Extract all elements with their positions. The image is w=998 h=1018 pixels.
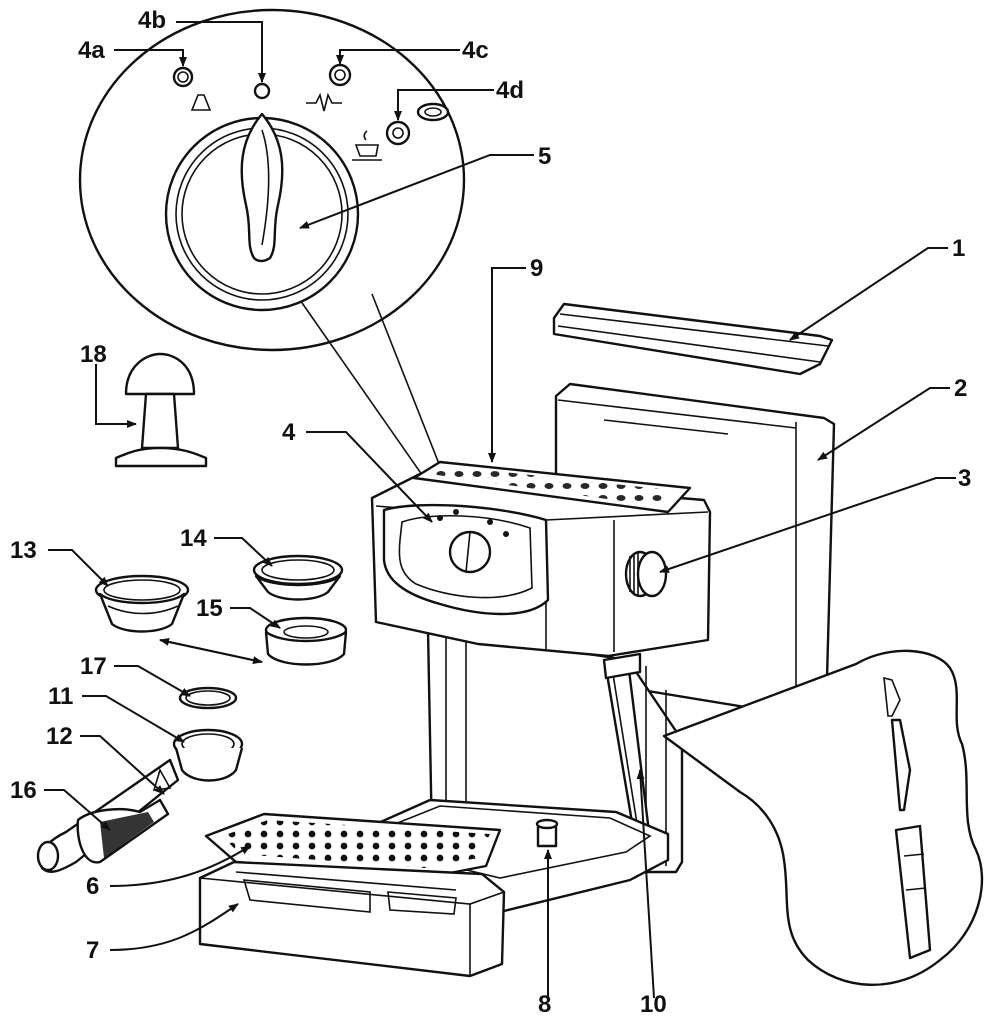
selector-knob-large — [164, 112, 360, 312]
callout-4: 4 — [282, 419, 296, 446]
callout-11: 11 — [48, 683, 73, 710]
silicone-ring — [178, 686, 238, 710]
filter-holder — [36, 728, 244, 873]
callout-17: 17 — [80, 653, 107, 680]
callout-4b: 4b — [138, 7, 166, 34]
tamper — [114, 352, 208, 468]
callout-1: 1 — [952, 235, 965, 262]
callout-7: 7 — [86, 937, 99, 964]
callout-18: 18 — [80, 341, 107, 368]
callout-6: 6 — [86, 873, 99, 900]
crema-disc — [264, 616, 348, 666]
on-indicator-icon — [416, 102, 450, 122]
callout-16: 16 — [10, 777, 37, 804]
callout-9: 9 — [530, 255, 543, 282]
water-tank-lid — [552, 302, 834, 376]
drip-tray-grid — [204, 812, 502, 880]
heating-indicator — [328, 63, 352, 87]
coffee-cup-icon — [352, 130, 382, 161]
callout-15: 15 — [196, 595, 223, 622]
callout-13: 13 — [10, 537, 37, 564]
filter-basket-double — [94, 574, 190, 633]
steam-nozzle-icon — [190, 94, 212, 111]
callout-4d: 4d — [496, 77, 524, 104]
heating-wave-icon — [306, 92, 342, 112]
callout-2: 2 — [954, 375, 967, 402]
callout-8: 8 — [538, 991, 551, 1018]
control-panel-zoom — [78, 8, 466, 513]
coffee-indicator — [385, 120, 411, 146]
leader-lines — [44, 21, 956, 1000]
callout-5: 5 — [538, 143, 551, 170]
callout-14: 14 — [180, 525, 207, 552]
filter-basket-single — [252, 554, 344, 601]
callout-3: 3 — [958, 465, 971, 492]
drip-tray — [198, 860, 506, 978]
callout-labels: 4a 4b 4c 4d 5 1 9 18 2 4 3 14 13 15 17 1… — [10, 7, 971, 1018]
callout-4a: 4a — [78, 37, 105, 64]
steam-knob — [624, 550, 668, 598]
callout-10: 10 — [640, 991, 667, 1018]
frothing-nozzle-detail — [662, 649, 984, 986]
indicator-light-icon — [253, 82, 271, 100]
callout-12: 12 — [46, 723, 73, 750]
callout-4c: 4c — [462, 37, 489, 64]
steam-indicator — [172, 66, 194, 88]
